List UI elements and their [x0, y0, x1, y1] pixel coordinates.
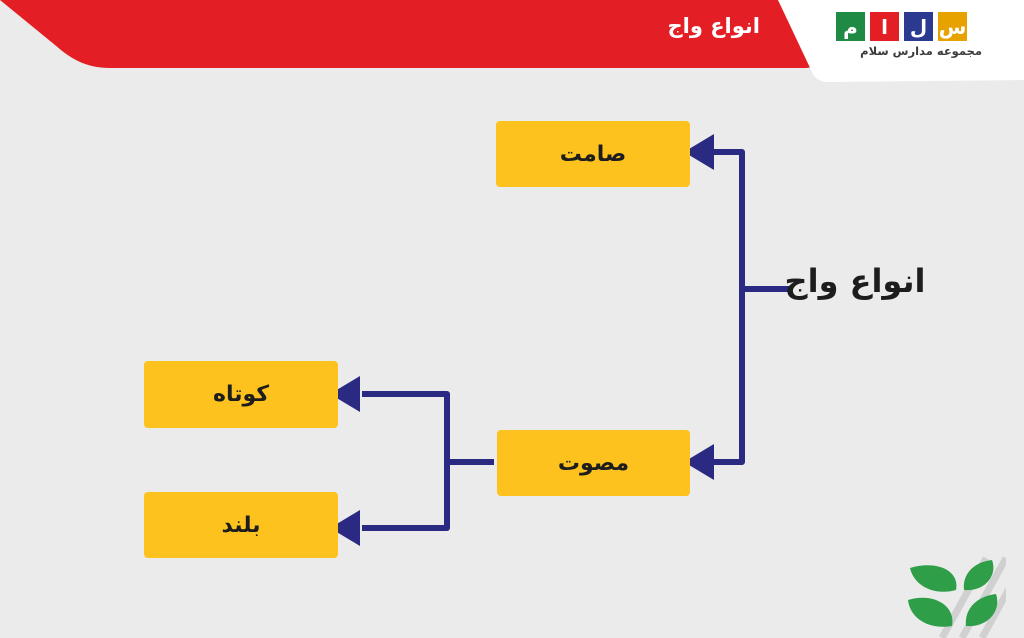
- logo-letter-lam: ل: [904, 12, 933, 41]
- logo-letter-mim: م: [836, 12, 865, 41]
- connector-root-to-mosavvat: [712, 289, 745, 465]
- diagram-root-label: انواع واج: [784, 262, 926, 300]
- arrowhead-mosavvat: [684, 444, 714, 480]
- logo-letter-sin: س: [938, 12, 967, 41]
- logo-letter-alef: ا: [870, 12, 899, 41]
- box-mosavvat: مصوت: [497, 430, 690, 496]
- logo-text: مجموعه مدارس سلام: [860, 44, 982, 58]
- leaf-decoration-icon: [908, 556, 1006, 638]
- connector-mosavvat-to-boland: [362, 462, 450, 531]
- connector-mosavvat-to-kotah: [362, 391, 494, 465]
- box-samet: صامت: [496, 121, 690, 187]
- school-logo: م ا ل س مجموعه مدارس سلام: [836, 12, 986, 74]
- connector-root-to-samet: [712, 149, 790, 292]
- arrowhead-samet: [684, 134, 714, 170]
- arrowhead-kotah: [330, 376, 360, 412]
- arrowhead-boland: [330, 510, 360, 546]
- box-kotah: کوتاه: [144, 361, 338, 428]
- box-boland: بلند: [144, 492, 338, 558]
- header-title: انواع واج: [667, 14, 761, 38]
